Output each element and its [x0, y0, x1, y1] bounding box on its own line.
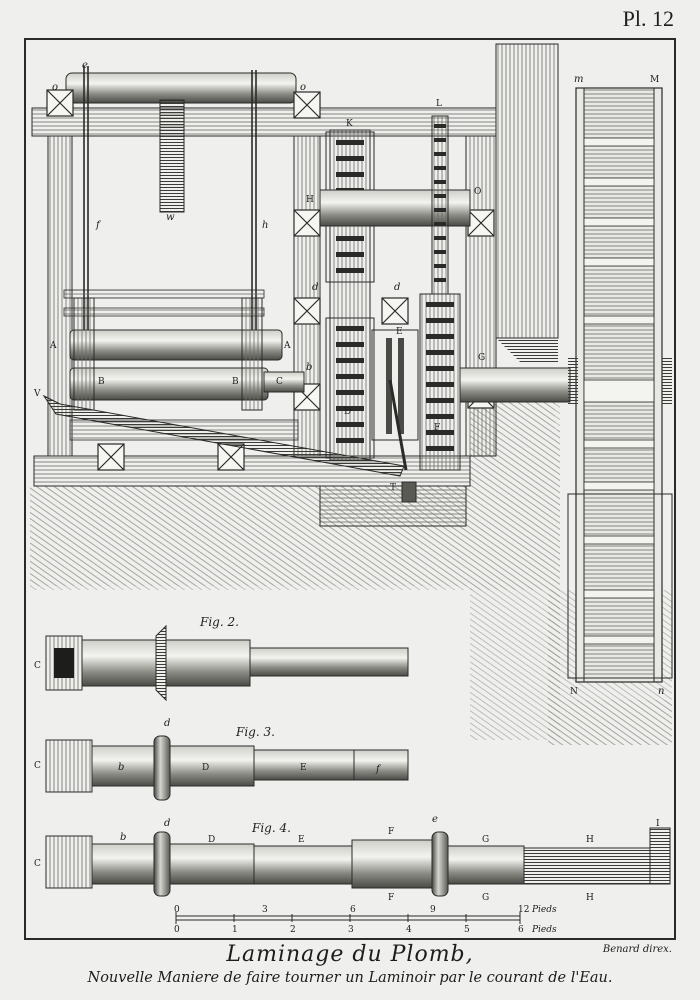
label-A-left: A [49, 341, 57, 351]
label-V: V [33, 389, 41, 399]
label-d-left: d [312, 282, 318, 293]
fig3-label-C: C [34, 761, 41, 771]
label-K: K [346, 119, 353, 129]
label-C: C [276, 377, 283, 387]
fig4-label-F-bottom: F [388, 893, 394, 903]
fig4-label-H-bottom: H [586, 893, 594, 903]
machine-frame [31, 43, 673, 683]
scale-top-tick-12: 12 [518, 905, 529, 915]
fig3-label-b: b [118, 762, 124, 773]
fig4-label-D: D [208, 835, 215, 845]
label-m: m [574, 74, 583, 85]
fig4-label-F-top: F [388, 827, 394, 837]
label-M: M [650, 75, 659, 85]
plate-border [24, 38, 676, 940]
scale-top-tick-0: 0 [174, 905, 180, 915]
label-B-right: B [232, 377, 239, 387]
scale-top-tick-3: 3 [262, 905, 268, 915]
engraver-credit: Benard direx. [602, 944, 672, 955]
figure-2-drawing [45, 624, 409, 702]
fig4-label-H-top: H [586, 835, 594, 845]
label-b: b [306, 362, 312, 373]
label-f: f [95, 220, 102, 231]
fig4-label-G-top: G [482, 835, 489, 845]
label-N: N [570, 687, 578, 697]
fig4-label-d: d [164, 818, 170, 829]
label-o-left: o [52, 82, 58, 93]
scale-bottom-tick-1: 1 [232, 925, 238, 935]
label-L: L [436, 99, 442, 109]
figure-4-drawing [45, 827, 671, 897]
label-d-right: d [394, 282, 400, 293]
fig-3-title: Fig. 3. [235, 725, 275, 739]
fig4-label-b: b [120, 832, 126, 843]
fig-2-title: Fig. 2. [199, 615, 239, 629]
label-h: h [262, 220, 268, 231]
scale-top-tick-9: 9 [430, 905, 436, 915]
label-B-left: B [98, 377, 105, 387]
label-G: G [478, 353, 485, 363]
fig3-label-D: D [202, 763, 209, 773]
label-F: F [434, 423, 440, 433]
label-o-right: o [300, 82, 306, 93]
scale-bottom-unit: Pieds [531, 925, 557, 935]
label-A-right: A [283, 341, 291, 351]
scale-bottom-tick-3: 3 [348, 925, 354, 935]
plate-title: Laminage du Plomb, [226, 942, 474, 967]
plate-subtitle: Nouvelle Maniere de faire tourner un Lam… [87, 970, 613, 986]
scale-bottom-tick-0: 0 [174, 925, 180, 935]
fig4-label-G-bottom: G [482, 893, 489, 903]
label-O: O [474, 187, 481, 197]
label-H: H [306, 195, 314, 205]
fig4-label-E: E [298, 835, 305, 845]
scale-top-tick-6: 6 [350, 905, 356, 915]
fig4-label-C: C [34, 859, 41, 869]
label-w: w [166, 212, 175, 223]
fig2-label-C: C [34, 661, 41, 671]
fig4-label-e: e [432, 814, 438, 825]
scale-bar [175, 912, 521, 924]
label-D: D [344, 407, 351, 417]
scale-bottom-tick-4: 4 [406, 925, 412, 935]
label-n: n [658, 686, 664, 697]
fig3-label-f: f [375, 764, 382, 775]
label-E: E [396, 327, 403, 337]
fig3-label-d: d [164, 718, 170, 729]
fig4-label-I: I [656, 819, 660, 829]
figure-3-drawing [45, 735, 409, 801]
scale-bottom-tick-2: 2 [290, 925, 296, 935]
plate-number: Pl. 12 [622, 6, 674, 31]
fig-4-title: Fig. 4. [251, 821, 291, 835]
scale-bottom-tick-5: 5 [464, 925, 470, 935]
label-T: T [390, 483, 396, 493]
fig3-label-E: E [300, 763, 307, 773]
scale-top-unit: Pieds [531, 905, 557, 915]
scale-bottom-tick-6: 6 [518, 925, 524, 935]
label-e: e [82, 60, 88, 71]
